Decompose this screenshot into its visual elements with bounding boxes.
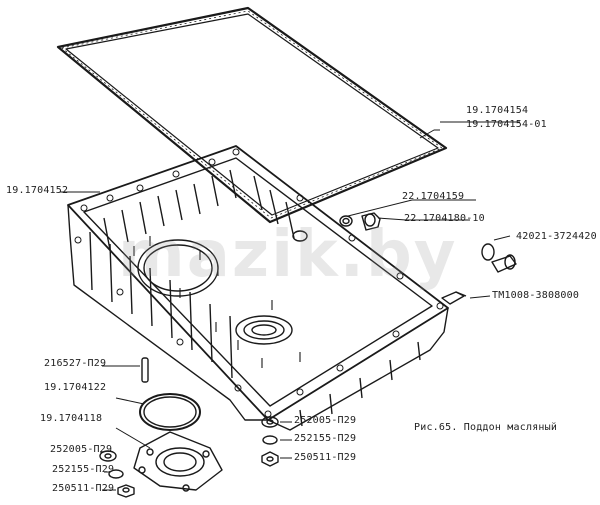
plug-assembly xyxy=(339,212,381,231)
label-flange-cover: 19.1704118 xyxy=(40,413,103,424)
label-left-lockwasher: 252155-П29 xyxy=(52,464,115,475)
left-exploded-parts xyxy=(99,357,223,498)
label-drain-fitting: 22.1704180-10 xyxy=(404,213,485,224)
right-exploded-parts xyxy=(261,416,279,467)
label-gasket-top-b: 19.1704154-01 xyxy=(466,119,547,130)
sensor-assembly xyxy=(441,243,517,305)
label-flange-gasket: 19.1704122 xyxy=(44,382,107,393)
label-right-lockwasher: 252155-П29 xyxy=(294,433,357,444)
label-left-nut: 250511-П29 xyxy=(52,483,115,494)
label-right-nut: 250511-П29 xyxy=(294,452,357,463)
label-oil-pan: 19.1704152 xyxy=(6,185,69,196)
label-right-washer: 252005-П29 xyxy=(294,415,357,426)
leader-lines xyxy=(60,121,520,491)
label-pin: 216527-П29 xyxy=(44,358,107,369)
label-left-washer: 252005-П29 xyxy=(50,444,113,455)
label-gasket-top-a: 19.1704154 xyxy=(466,105,529,116)
label-sensor: TM1008-3808000 xyxy=(492,290,580,301)
oil-pan-body xyxy=(67,145,449,431)
label-plug: 22.1704159 xyxy=(402,191,465,202)
label-sensor-fitting: 42021-3724420 xyxy=(516,231,597,242)
top-gasket xyxy=(56,6,448,224)
figure-caption: Рис.65. Поддон масляный xyxy=(414,422,558,433)
